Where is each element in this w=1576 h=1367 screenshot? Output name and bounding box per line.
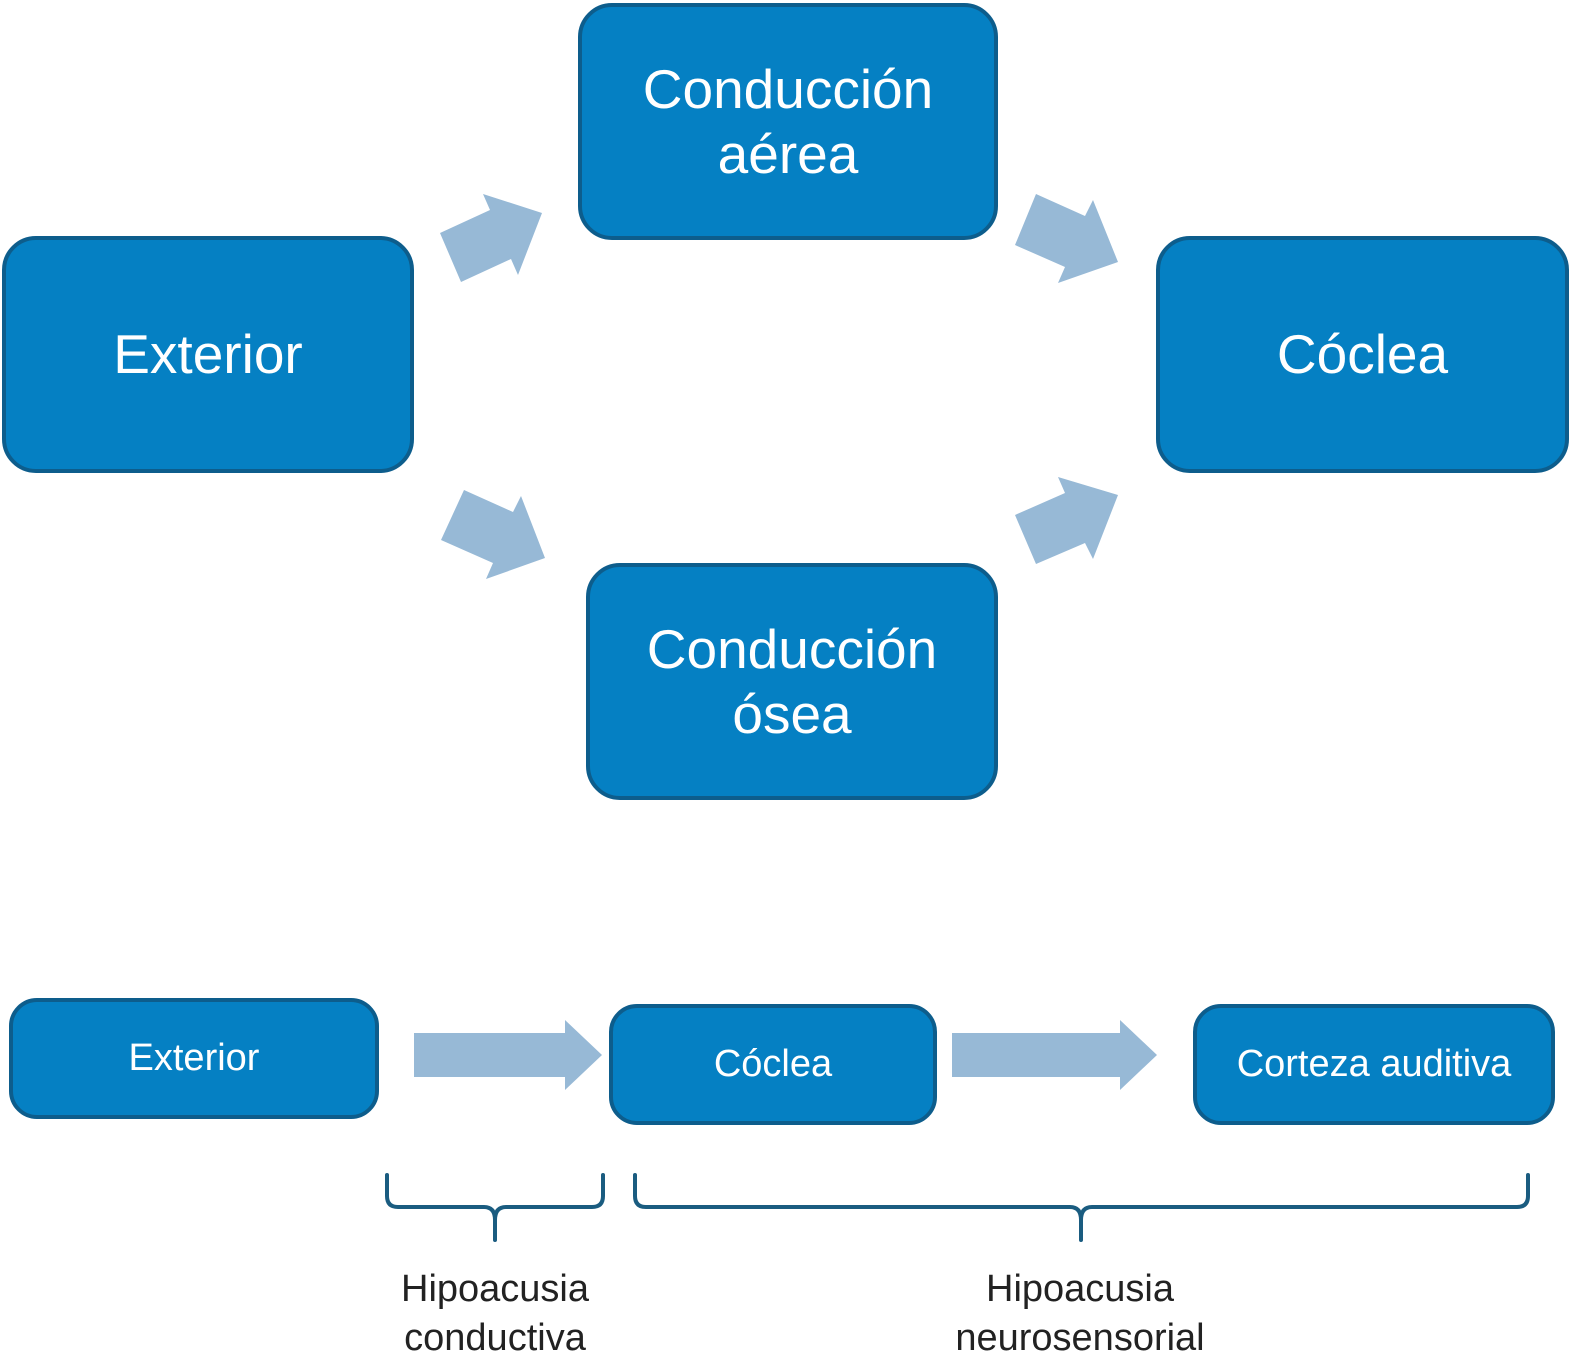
box-cochlea-top: Cóclea [1156, 236, 1569, 473]
cochlea-bottom-label: Cóclea [713, 1043, 833, 1086]
box-exterior-top: Exterior [2, 236, 414, 473]
caption-conductive-hearing-loss: Hipoacusia conductiva [355, 1265, 635, 1364]
exterior-bottom-label: Exterior [128, 1037, 260, 1080]
box-bone-conduction: Conducción ósea [586, 563, 998, 800]
air-conduction-label-line2: aérea [717, 122, 859, 185]
exterior-top-label: Exterior [113, 323, 303, 386]
caption-sensorineural-line1: Hipoacusia [986, 1268, 1174, 1310]
cochlea-top-label: Cóclea [1276, 323, 1449, 386]
box-air-conduction: Conducción aérea [578, 3, 998, 240]
brace-conductive [385, 1173, 605, 1242]
arrow-exterior-to-cochlea [414, 1020, 602, 1090]
arrow-cochlea-to-cortex [952, 1020, 1157, 1090]
arrow-bone-conduction-to-cochlea [1015, 477, 1118, 564]
arrow-exterior-to-air-conduction [440, 194, 542, 282]
bone-conduction-label-line1: Conducción [646, 617, 938, 680]
box-exterior-bottom: Exterior [9, 998, 379, 1119]
box-auditory-cortex: Corteza auditiva [1193, 1004, 1555, 1125]
arrow-exterior-to-bone-conduction [441, 490, 545, 579]
arrow-air-conduction-to-cochlea [1015, 194, 1118, 283]
brace-sensorineural [633, 1173, 1530, 1242]
caption-sensorineural-line2: neurosensorial [955, 1317, 1205, 1360]
air-conduction-label-line1: Conducción [642, 57, 934, 120]
caption-sensorineural-hearing-loss: Hipoacusia neurosensorial [880, 1265, 1280, 1364]
caption-conductive-line2: conductiva [404, 1317, 586, 1360]
box-cochlea-bottom: Cóclea [609, 1004, 937, 1125]
auditory-cortex-label: Corteza auditiva [1236, 1043, 1512, 1086]
caption-conductive-line1: Hipoacusia [401, 1268, 589, 1310]
bone-conduction-label-line2: ósea [732, 682, 852, 745]
